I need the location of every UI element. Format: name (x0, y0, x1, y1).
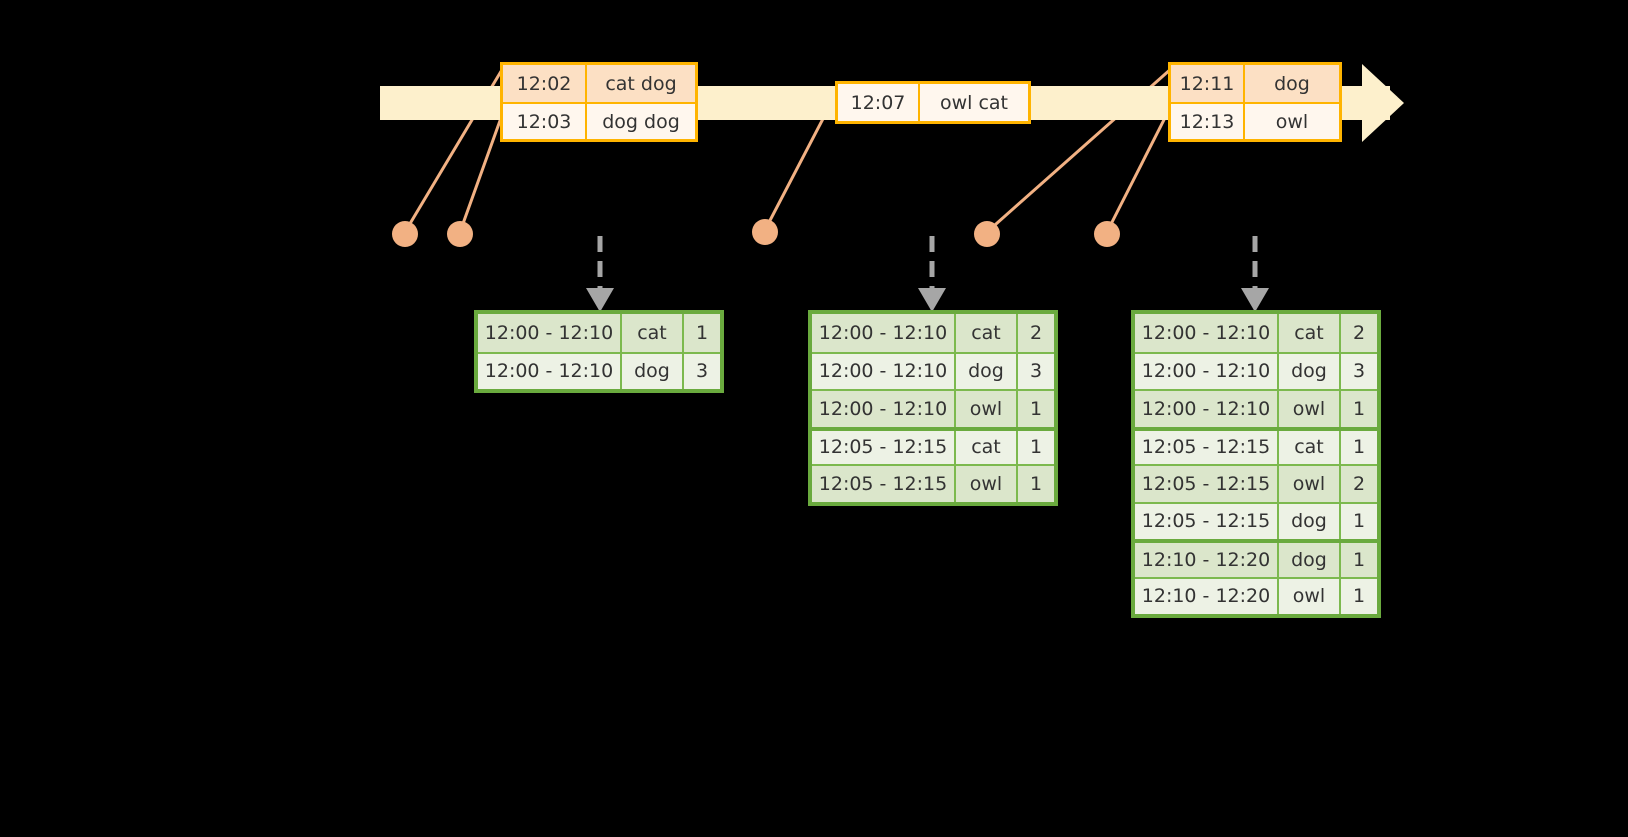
count-cell: 2 (1352, 472, 1366, 495)
event-box-3[interactable]: 12:11 dog 12:13 owl (1168, 62, 1342, 142)
marker-dot-2 (447, 221, 473, 247)
key-cell: cat (1279, 314, 1341, 352)
window-cell: 12:05 - 12:15 (1135, 466, 1279, 502)
count-cell: 1 (695, 321, 709, 344)
event-row: 12:13 owl (1171, 102, 1339, 139)
count-cell: 1 (1352, 397, 1366, 420)
window-cell: 12:05 - 12:15 (1135, 430, 1279, 464)
event-text: dog (1274, 72, 1310, 95)
key-cell: dog (1279, 353, 1341, 389)
key-cell: cat (956, 314, 1018, 352)
event-time: 12:02 (503, 65, 587, 102)
event-text: owl (1275, 110, 1309, 133)
marker-dot-3 (752, 219, 778, 245)
marker-dot-4 (974, 221, 1000, 247)
window-cell: 12:00 - 12:10 (1135, 353, 1279, 389)
window-cell: 12:05 - 12:15 (1135, 503, 1279, 539)
dashed-down-arrows (597, 236, 1258, 292)
key-cell: owl (1279, 391, 1341, 427)
count-cell: 1 (1352, 548, 1366, 571)
window-cell: 12:00 - 12:10 (1135, 391, 1279, 427)
event-text: dog dog (602, 110, 680, 133)
key-cell: owl (956, 466, 1018, 502)
key-cell: cat (956, 430, 1018, 464)
event-row: 12:02 cat dog (503, 65, 695, 102)
window-cell: 12:00 - 12:10 (1135, 314, 1279, 352)
count-cell: 3 (1029, 360, 1043, 383)
key-cell: owl (1279, 466, 1341, 502)
window-cell: 12:10 - 12:20 (1135, 578, 1279, 614)
count-cell: 2 (1029, 321, 1043, 344)
window-cell: 12:00 - 12:10 (812, 314, 956, 352)
key-cell: cat (1279, 430, 1341, 464)
key-cell: owl (956, 391, 1018, 427)
window-cell: 12:00 - 12:10 (812, 391, 956, 427)
key-cell: dog (956, 353, 1018, 389)
marker-dots (392, 219, 1120, 247)
down-arrow-head-1 (586, 288, 614, 312)
count-cell: 1 (1029, 397, 1043, 420)
marker-dot-5 (1094, 221, 1120, 247)
count-cell: 3 (695, 360, 709, 383)
count-cell: 1 (1352, 436, 1366, 459)
count-cell: 1 (1029, 436, 1043, 459)
event-row: 12:11 dog (1171, 65, 1339, 102)
count-cell: 1 (1029, 472, 1043, 495)
window-cell: 12:05 - 12:15 (812, 430, 956, 464)
key-cell: dog (622, 353, 684, 389)
count-cell: 1 (1352, 510, 1366, 533)
key-cell: dog (1279, 503, 1341, 539)
window-cell: 12:05 - 12:15 (812, 466, 956, 502)
key-cell: owl (1279, 578, 1341, 614)
window-cell: 12:10 - 12:20 (1135, 543, 1279, 577)
down-arrow-head-3 (1241, 288, 1269, 312)
event-box-2[interactable]: 12:07 owl cat (835, 81, 1031, 124)
event-box-1[interactable]: 12:02 cat dog 12:03 dog dog (500, 62, 698, 142)
down-arrow-head-2 (918, 288, 946, 312)
window-cell: 12:00 - 12:10 (812, 353, 956, 389)
count-cell: 3 (1352, 360, 1366, 383)
event-time: 12:11 (1171, 65, 1245, 102)
timeline-arrowhead-icon (1362, 64, 1404, 142)
event-text: cat dog (605, 72, 677, 95)
marker-dot-1 (392, 221, 418, 247)
key-cell: cat (622, 314, 684, 352)
key-cell: dog (1279, 543, 1341, 577)
connector-line-5 (1105, 103, 1174, 233)
count-cell: 1 (1352, 585, 1366, 608)
event-text: owl cat (939, 91, 1009, 114)
event-time: 12:07 (838, 84, 920, 121)
event-row: 12:07 owl cat (838, 84, 1028, 121)
count-cell: 2 (1352, 321, 1366, 344)
dashed-arrow-heads (586, 288, 1269, 312)
event-time: 12:13 (1171, 104, 1245, 139)
window-cell: 12:00 - 12:10 (478, 353, 622, 389)
window-cell: 12:00 - 12:10 (478, 314, 622, 352)
event-time: 12:03 (503, 104, 587, 139)
event-row: 12:03 dog dog (503, 102, 695, 139)
